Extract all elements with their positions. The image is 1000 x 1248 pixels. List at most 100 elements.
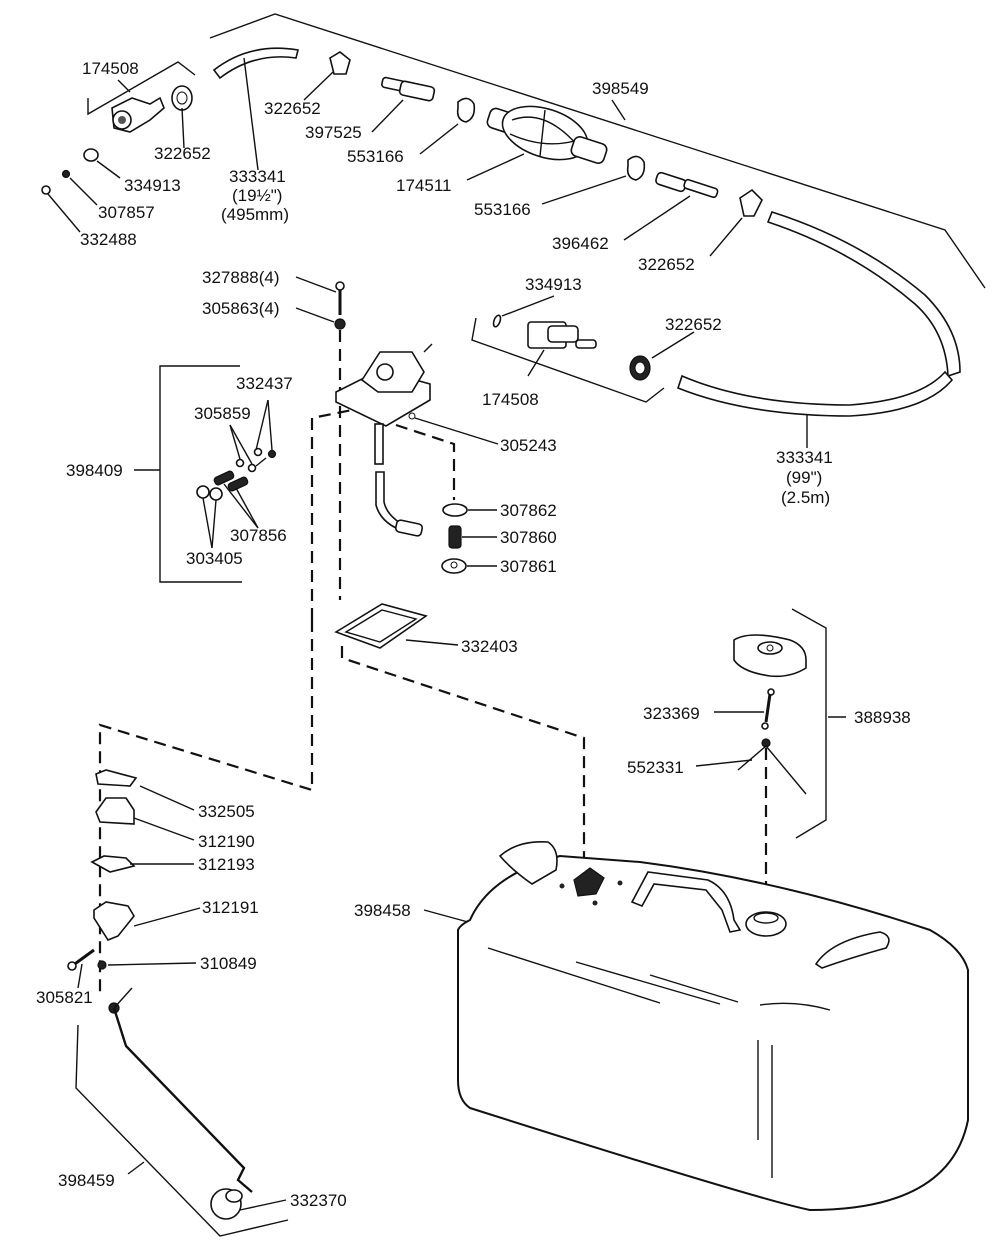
part-label: 327888(4) <box>202 268 280 287</box>
part-label: 396462 <box>552 234 609 253</box>
part-label: (495mm) <box>221 205 289 224</box>
leader-398459 <box>127 1161 145 1175</box>
pin-305821 <box>67 948 95 971</box>
part-label: 174508 <box>82 59 139 78</box>
leader-303405 <box>202 497 213 549</box>
fuel-hose-short <box>212 47 299 80</box>
washer-icon <box>334 318 346 330</box>
hose-clamp-icon <box>739 188 763 217</box>
leader-312190 <box>133 817 195 841</box>
leader-322652-a <box>181 107 185 149</box>
bracket-174508-top <box>87 61 196 116</box>
part-label: 307861 <box>500 557 557 576</box>
leader-307857 <box>69 177 98 206</box>
fuel-connector-fitting-top <box>111 96 165 133</box>
gasket-332505 <box>95 769 138 787</box>
fuel-tank-398458 <box>457 840 969 1212</box>
fuel-hose-long-lower <box>677 370 954 417</box>
part-label: 398409 <box>66 461 123 480</box>
clip-icon <box>626 155 646 181</box>
leader-305243 <box>414 417 499 445</box>
part-label: 553166 <box>474 200 531 219</box>
part-label: 398549 <box>592 79 649 98</box>
part-label: 397525 <box>305 123 362 142</box>
part-label: 307857 <box>98 203 155 222</box>
part-label: 334913 <box>124 176 181 195</box>
screw-icon <box>97 960 107 970</box>
part-label: 334913 <box>525 275 582 294</box>
leader-305821 <box>77 963 83 989</box>
part-label: 312190 <box>198 832 255 851</box>
spring-icon <box>448 525 462 549</box>
leader-552331 <box>695 759 753 767</box>
bracket-398459 <box>75 1024 289 1237</box>
fuel-cap-icon <box>733 634 807 678</box>
leader-332437b <box>267 399 273 451</box>
leader-396462 <box>623 195 691 241</box>
primer-bulb-174511 <box>486 105 608 165</box>
disc-icon <box>442 503 468 517</box>
part-label: 303405 <box>186 549 243 568</box>
part-label: 322652 <box>264 99 321 118</box>
part-label: 333341 <box>229 167 286 186</box>
bracket-398409 <box>159 365 242 583</box>
part-label: 332403 <box>461 637 518 656</box>
leader-332488 <box>47 193 81 233</box>
part-label: 332488 <box>80 230 137 249</box>
assembly-path <box>395 423 456 500</box>
float-arm-398459 <box>108 987 253 1193</box>
leader-332370 <box>239 1199 287 1211</box>
part-label: 312193 <box>198 855 255 874</box>
part-label: 310849 <box>200 954 257 973</box>
chain-icon <box>761 688 775 730</box>
leader-332505 <box>139 785 195 811</box>
part-label: 305859 <box>194 404 251 423</box>
part-label: 323369 <box>643 704 700 723</box>
leader-332403 <box>405 639 459 646</box>
leader-398549 <box>611 99 626 121</box>
leader-312191 <box>133 907 201 927</box>
leader-333341-short <box>243 57 259 171</box>
leader-322652-d <box>651 331 695 359</box>
fuel-connector-fitting-mid <box>527 321 597 349</box>
part-label: 305243 <box>500 436 557 455</box>
part-label: 307856 <box>230 526 287 545</box>
part-label: 332437 <box>236 374 293 393</box>
part-label: 332370 <box>290 1191 347 1210</box>
leader-397525 <box>371 99 404 133</box>
part-label: 552331 <box>627 758 684 777</box>
part-label: (19½") <box>232 186 282 205</box>
assembly-path <box>310 408 353 620</box>
leader-174511 <box>466 153 525 181</box>
part-label: 398458 <box>354 901 411 920</box>
part-label: 174511 <box>396 176 451 195</box>
leader-322652-b <box>303 71 334 101</box>
part-label: (99") <box>786 468 822 487</box>
o-ring-icon <box>492 314 502 328</box>
cover-312190 <box>95 797 135 825</box>
leader-174508-mid <box>527 349 545 377</box>
part-label: 322652 <box>638 255 695 274</box>
hose-clamp-icon <box>629 355 651 381</box>
check-valve-parts <box>196 447 277 501</box>
ball-icon <box>61 169 71 179</box>
plate-312193 <box>90 855 136 873</box>
assembly-path <box>340 646 586 880</box>
bracket-388938 <box>791 608 827 839</box>
hose-clamp-icon <box>171 85 193 111</box>
screw-icon <box>335 281 345 315</box>
part-label: 307860 <box>500 528 557 547</box>
part-label: (2.5m) <box>781 488 830 507</box>
assembly-path <box>98 620 314 995</box>
hose-connector-396462 <box>655 171 719 199</box>
hose-clamp-icon <box>329 51 351 75</box>
leader-334913-top <box>96 160 121 179</box>
part-label: 322652 <box>154 144 211 163</box>
part-label: 332505 <box>198 802 255 821</box>
part-label: 398459 <box>58 1171 115 1190</box>
leader-174508-top <box>117 79 131 93</box>
leader-307856b <box>235 487 259 529</box>
part-label: 322652 <box>665 315 722 334</box>
